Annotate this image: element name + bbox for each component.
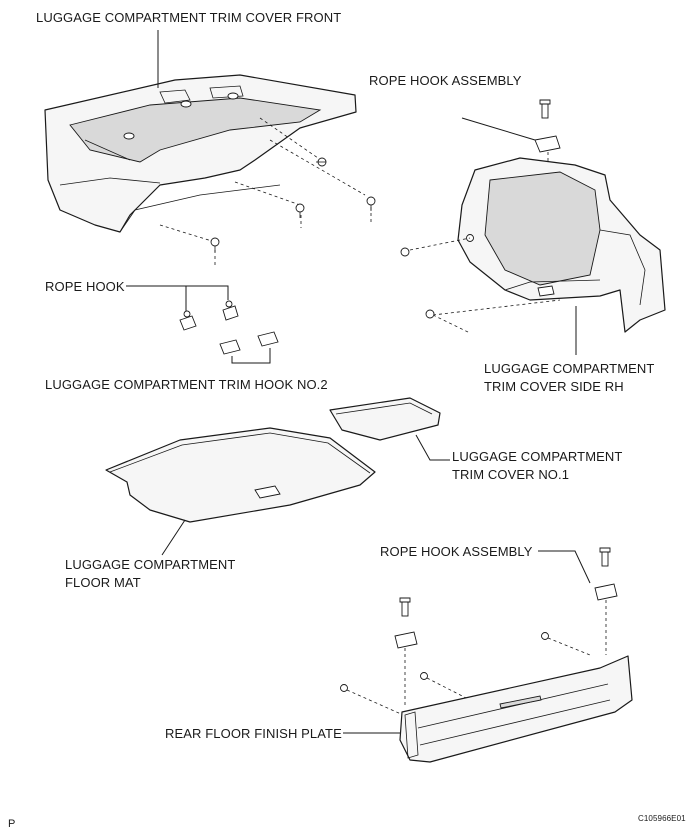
page-mark: P <box>8 818 16 830</box>
label-rope-hook: ROPE HOOK <box>45 279 125 294</box>
dash-side-clip-lower-b <box>432 314 471 334</box>
label-trim-cover-no1-line2: TRIM COVER NO.1 <box>452 467 570 482</box>
trim-cover-no1-part <box>329 397 441 441</box>
label-rope-hook-assembly-top: ROPE HOOK ASSEMBLY <box>369 73 522 88</box>
dash-side-clip-lower <box>432 299 561 316</box>
side-clip-upper <box>400 247 410 257</box>
trim-cover-side-rh-part <box>457 157 666 333</box>
label-rear-floor-finish-plate: REAR FLOOR FINISH PLATE <box>165 726 342 741</box>
leader-floor-mat <box>161 519 186 556</box>
rear-floor-finish-plate-part <box>399 655 633 763</box>
leader-rope-hook <box>126 285 229 300</box>
rope-hook-assembly-bottom-parts <box>340 547 618 719</box>
label-rope-hook-assembly-bottom: ROPE HOOK ASSEMBLY <box>380 544 533 559</box>
rope-hook-parts <box>179 300 239 331</box>
leader-trim-cover-no1 <box>415 434 450 461</box>
leader-rope-hook-assembly-top <box>461 117 536 141</box>
dash-side-clip-upper <box>409 237 471 251</box>
label-trim-hook-no2: LUGGAGE COMPARTMENT TRIM HOOK NO.2 <box>45 377 328 392</box>
label-trim-cover-no1-line1: LUGGAGE COMPARTMENT <box>452 449 623 464</box>
front-cover-clips <box>159 117 376 268</box>
label-trim-cover-front: LUGGAGE COMPARTMENT TRIM COVER FRONT <box>36 10 342 25</box>
label-floor-mat-line1: LUGGAGE COMPARTMENT <box>65 557 236 572</box>
floor-mat-part <box>105 427 376 523</box>
label-trim-cover-side-rh-line2: TRIM COVER SIDE RH <box>484 379 624 394</box>
leader-rope-hook-assembly-bottom <box>538 550 591 584</box>
label-floor-mat-line2: FLOOR MAT <box>65 575 141 590</box>
label-trim-cover-side-rh-line1: LUGGAGE COMPARTMENT <box>484 361 655 376</box>
trim-cover-front-part <box>44 74 357 233</box>
figure-code: C105966E01 <box>638 814 686 823</box>
side-clip-lower <box>425 309 435 319</box>
trim-hook-no2-parts <box>219 331 279 355</box>
leader-trim-hook-no2 <box>231 348 271 364</box>
